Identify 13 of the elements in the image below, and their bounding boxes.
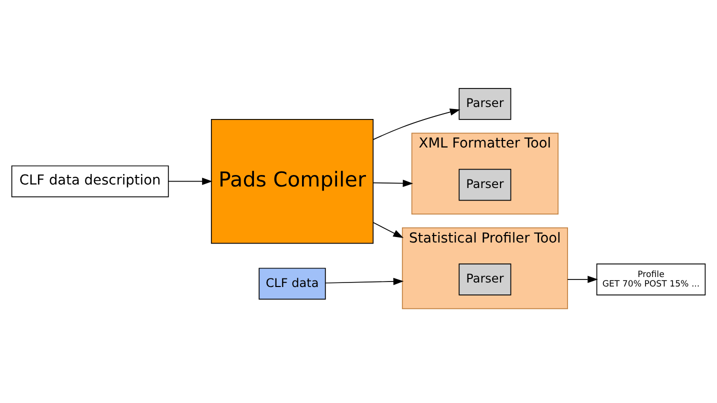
node-box: CLF data xyxy=(258,267,326,300)
node-box: Pads Compiler xyxy=(210,118,374,244)
arrow xyxy=(372,108,460,140)
node-box: Parser xyxy=(458,263,512,295)
arrow xyxy=(567,275,598,283)
node-box: Profile GET 70% POST 15% ... xyxy=(596,263,706,295)
arrow xyxy=(168,177,212,184)
node-box: Parser xyxy=(458,88,512,120)
arrow xyxy=(372,179,414,186)
arrow xyxy=(372,222,404,238)
node-box: CLF data description xyxy=(11,164,169,197)
node-box: Parser xyxy=(458,168,512,200)
arrow xyxy=(325,277,404,285)
